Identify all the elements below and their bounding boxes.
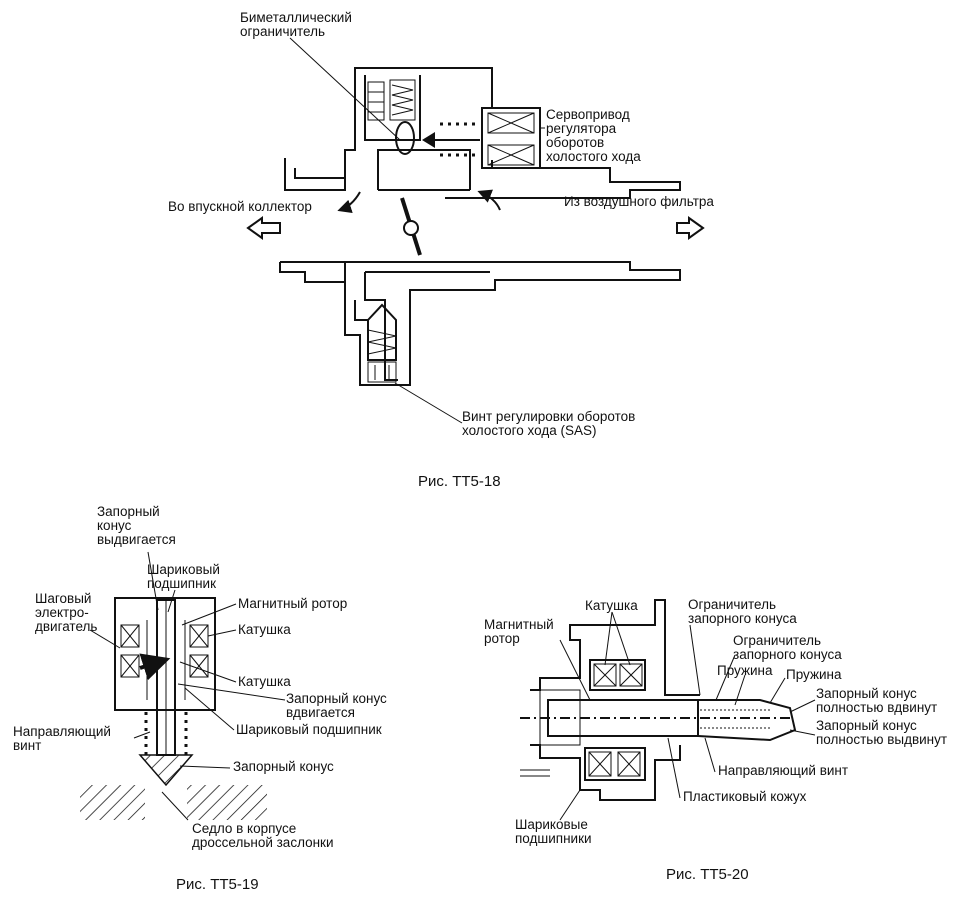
caption-fig19: Рис. TT5-19	[176, 876, 259, 893]
label-cone-fully-in: Запорный конус полностью вдвинут	[816, 686, 938, 715]
label-spring-2: Пружина	[786, 667, 842, 682]
label-bimetal-limiter: Биметаллический ограничитель	[240, 10, 352, 39]
caption-fig18: Рис. TT5-18	[418, 473, 501, 490]
label-magnet-rotor-20: Магнитный ротор	[484, 617, 554, 646]
label-from-air-filter: Из воздушного фильтра	[564, 194, 714, 209]
fig18-valve-diagram	[246, 37, 705, 424]
label-cone-19: Запорный конус	[233, 759, 334, 774]
label-cone-limiter-2: Ограничитель запорного конуса	[733, 633, 842, 662]
label-cone-fully-out: Запорный конус полностью выдвинут	[816, 718, 948, 747]
fig20-stepper-section	[520, 599, 816, 821]
label-cone-retracts: Запорный конус вдвигается	[286, 691, 387, 720]
label-throttle-seat: Седло в корпусе дроссельной заслонки	[192, 821, 334, 850]
caption-fig20: Рис. TT5-20	[666, 866, 749, 883]
label-coil-20: Катушка	[585, 598, 638, 613]
label-cone-limiter-1: Ограничитель запорного конуса	[688, 597, 797, 626]
label-guide-screw-20: Направляющий винт	[718, 763, 849, 778]
fig19-stepper-diagram	[80, 551, 286, 821]
label-ball-bearings-20: Шариковые подшипники	[515, 817, 592, 846]
label-idle-servo: Сервопривод регулятора оборотов холостог…	[546, 107, 641, 164]
label-sas-screw: Винт регулировки оборотов холостого хода…	[462, 409, 636, 438]
label-coil-bottom-19: Катушка	[238, 674, 291, 689]
label-cone-extends: Запорный конус выдвигается	[97, 504, 176, 547]
label-magnet-rotor-19: Магнитный ротор	[238, 596, 348, 611]
label-guide-screw-19: Направляющий винт	[13, 724, 111, 753]
label-stepper-motor: Шаговый электро- двигатель	[35, 591, 98, 634]
label-spring-1: Пружина	[717, 663, 773, 678]
label-coil-top-19: Катушка	[238, 622, 291, 637]
label-plastic-case: Пластиковый кожух	[683, 789, 807, 804]
label-ball-bearing-top: Шариковый подшипник	[147, 562, 220, 591]
label-ball-bearing-bottom: Шариковый подшипник	[236, 722, 382, 737]
label-to-manifold: Во впускной коллектор	[168, 199, 312, 214]
